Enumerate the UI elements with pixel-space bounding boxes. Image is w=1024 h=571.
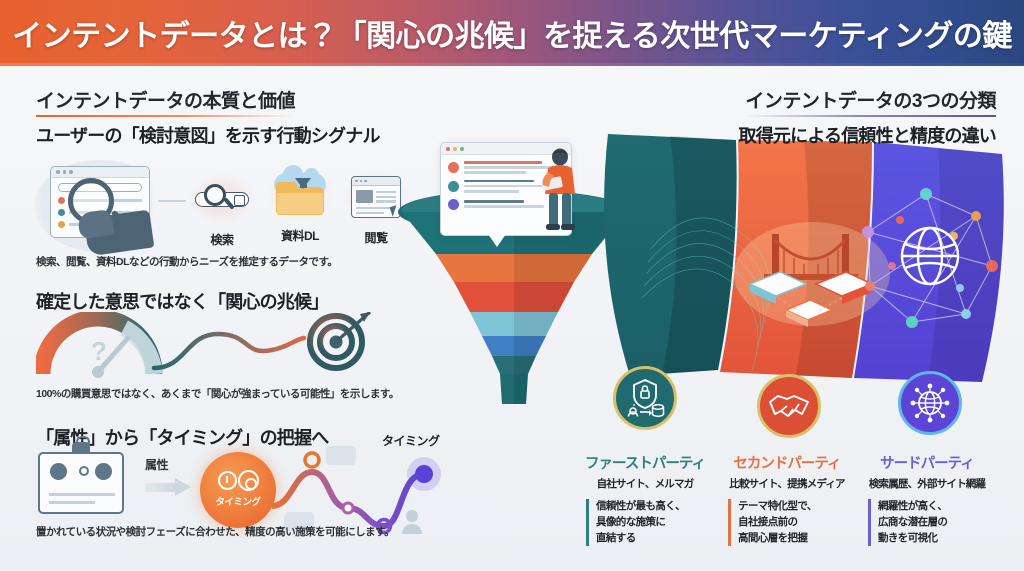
badge-second-party bbox=[757, 374, 821, 438]
search-icon bbox=[184, 168, 260, 230]
idcard-body bbox=[38, 452, 124, 514]
header-banner: インテントデータとは？「関心の兆候」を捉える次世代マーケティングの鍵 bbox=[0, 0, 1024, 66]
person-illustration bbox=[541, 148, 575, 230]
left-block1-subheading: ユーザーの「検討意図」を示す行動シグナル bbox=[36, 126, 380, 146]
right-section-heading: インテントデータの3つの分類 bbox=[745, 86, 996, 117]
left-block2-caption: 100%の購買意思ではなく、あくまで「関心が強まっている可能性」を示します。 bbox=[36, 388, 399, 400]
attribute-idcard-icon bbox=[38, 436, 124, 514]
content-row bbox=[448, 161, 564, 174]
speech-tail bbox=[488, 234, 506, 247]
timing-circle-icon: タイミング bbox=[200, 452, 276, 528]
timing-end-label: タイミング bbox=[382, 434, 440, 448]
party-third-source: 検索属歴、外部サイト網羅 bbox=[868, 478, 986, 490]
signal-view-label: 閲覧 bbox=[364, 231, 388, 245]
clock-target-glyphs bbox=[217, 470, 259, 491]
gender-icon bbox=[79, 466, 89, 476]
window-titlebar bbox=[51, 167, 149, 178]
bridge-data-icon bbox=[734, 222, 890, 327]
target-icon bbox=[237, 470, 259, 491]
left-section-heading: インテントデータの本質と価値 bbox=[36, 86, 296, 117]
party-second-source: 比較サイト、提携メディア bbox=[729, 478, 845, 490]
party-third-title: サードパーティ bbox=[880, 456, 975, 472]
handshake-icon bbox=[769, 395, 809, 417]
gauge-and-target-svg: ? bbox=[33, 309, 372, 378]
timing-circle-label: タイミング bbox=[215, 497, 261, 508]
signal-download-label: 資料DL bbox=[281, 229, 320, 243]
wedge-first-party bbox=[604, 134, 737, 376]
idcard-line bbox=[49, 501, 95, 504]
avatar bbox=[95, 463, 112, 480]
party-third: サードパーティ 検索属歴、外部サイト網羅 網羅性が高く、 広商な潜在層の 動きを… bbox=[858, 452, 996, 547]
signal-search-label: 検索 bbox=[210, 233, 234, 247]
page-title: インテントデータとは？「関心の兆候」を捉える次世代マーケティングの鍵 bbox=[12, 20, 1012, 53]
timing-journey-path bbox=[272, 446, 441, 535]
right-sub-heading: 取得元による信頼性と精度の違い bbox=[738, 126, 997, 146]
global-network-icon bbox=[862, 188, 998, 328]
hand-icon bbox=[83, 209, 155, 257]
content-row bbox=[448, 198, 564, 210]
document-download-icon bbox=[262, 164, 338, 226]
behavior-signal-icons: 検索 資料DL 閲覧 bbox=[34, 160, 401, 257]
idcard-line bbox=[49, 493, 115, 496]
window-titlebar bbox=[441, 143, 571, 155]
data-source-fan bbox=[604, 134, 1004, 382]
connector-line bbox=[158, 200, 186, 202]
clock-icon bbox=[217, 471, 237, 490]
svg-text:?: ? bbox=[91, 336, 107, 366]
page-view-icon bbox=[338, 166, 414, 228]
globe-icon bbox=[900, 226, 960, 286]
signal-search: 検索 bbox=[184, 168, 260, 248]
content-row bbox=[448, 179, 564, 193]
left-block3-subheading: 「属性」から「タイミング」の把握へ bbox=[36, 428, 329, 448]
badge-third-party bbox=[898, 371, 962, 435]
party-second: セカンドパーティ 比較サイト、提携メディア テーマ特化型で、 自社接点前の 高間… bbox=[718, 452, 856, 547]
search-hero-illustration bbox=[34, 160, 166, 257]
party-second-title: セカンドパーティ bbox=[733, 456, 841, 472]
party-second-note: テーマ特化型で、 自社接点前の 高間心層を把握 bbox=[728, 499, 856, 547]
left-block1-caption: 検索、閲覧、資料DLなどの行動からニーズを推定するデータです。 bbox=[36, 256, 338, 268]
database-blocks bbox=[748, 271, 874, 327]
party-first-source: 自社サイト、メルマガ bbox=[596, 478, 695, 490]
intent-gauge-illustration: ? bbox=[33, 309, 436, 382]
arrow-right-icon bbox=[145, 478, 191, 496]
party-third-note: 網羅性が高く、 広商な潜在層の 動きを可視化 bbox=[868, 499, 996, 547]
party-first-note: 信頼性が最も高く、 具像的な施策に 直結する bbox=[586, 499, 714, 547]
left-block2-subheading: 確定した意思ではなく「関心の兆候」 bbox=[36, 292, 329, 312]
globe-network-icon bbox=[910, 383, 950, 423]
badge-first-party bbox=[613, 366, 677, 430]
signal-page-view: 閲覧 bbox=[338, 166, 414, 246]
party-first: ファーストパーティ 自社サイト、メルマガ 信頼性が最も高く、 具像的な施策に 直… bbox=[576, 452, 714, 547]
shield-lock-database-icon bbox=[627, 379, 665, 417]
signal-document-download: 資料DL bbox=[262, 164, 338, 244]
party-first-title: ファーストパーティ bbox=[585, 456, 706, 472]
left-block3-caption: 置かれている状況や検討フェーズに合わせた、精度の高い施策を可能にします。 bbox=[36, 526, 395, 538]
avatar bbox=[50, 463, 67, 480]
wedge-second-party bbox=[720, 140, 872, 378]
attribute-label: 属性 bbox=[145, 458, 169, 472]
